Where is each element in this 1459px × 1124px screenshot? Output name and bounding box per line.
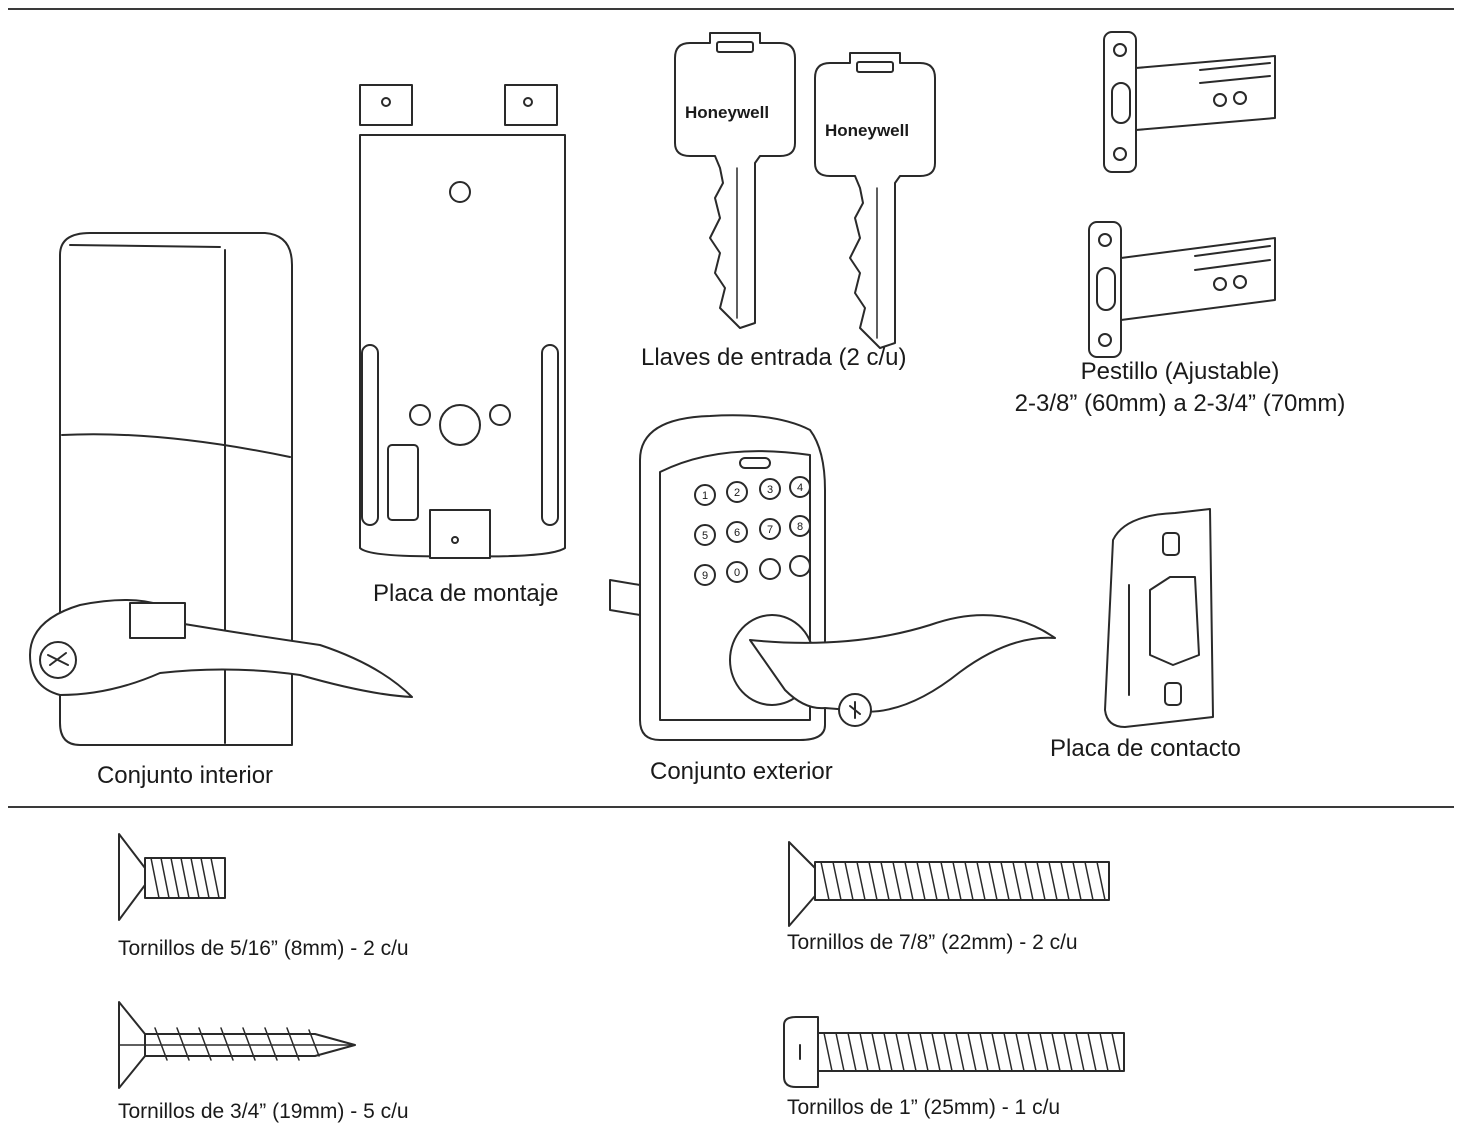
screw-5-16-label: Tornillos de 5/16” (8mm) - 2 c/u <box>118 937 409 960</box>
mounting-plate-label: Placa de montaje <box>373 580 559 607</box>
key-1-brand: Honeywell <box>685 103 769 122</box>
top-divider <box>8 8 1454 10</box>
entry-keys-illustration: Honeywell Honeywell <box>674 32 936 349</box>
interior-label: Conjunto interior <box>96 762 274 789</box>
key-digit-2: 2 <box>734 487 740 499</box>
interior-assembly-illustration <box>29 232 413 746</box>
key-digit-7: 7 <box>767 524 773 536</box>
screw-7-8-illustration <box>788 841 1110 927</box>
key-digit-8: 8 <box>797 521 803 533</box>
keypad-buttons <box>694 476 811 586</box>
latch-title: Pestillo (Ajustable) <box>1080 358 1280 385</box>
screw-1-illustration <box>783 1016 1125 1088</box>
key-digit-4: 4 <box>797 482 803 494</box>
mounting-plate-illustration <box>359 84 566 559</box>
keys-label: Llaves de entrada (2 c/u) <box>641 344 907 371</box>
latch-size: 2-3/8” (60mm) a 2-3/4” (70mm) <box>1014 390 1346 417</box>
screw-1-label: Tornillos de 1” (25mm) - 1 c/u <box>787 1096 1061 1119</box>
screw-7-8-label: Tornillos de 7/8” (22mm) - 2 c/u <box>787 931 1078 954</box>
latch-illustration <box>1088 31 1276 358</box>
key-2-brand: Honeywell <box>825 121 909 140</box>
screw-5-16-illustration <box>118 833 226 921</box>
key-digit-3: 3 <box>767 484 773 496</box>
screw-3-4-label: Tornillos de 3/4” (19mm) - 5 c/u <box>118 1100 409 1123</box>
screw-3-4-illustration <box>118 1001 356 1089</box>
key-digit-6: 6 <box>734 527 740 539</box>
exterior-assembly-illustration: 1 2 3 4 5 6 7 8 9 0 <box>609 414 1056 741</box>
key-digit-5: 5 <box>702 530 708 542</box>
exterior-label: Conjunto exterior <box>650 758 833 785</box>
strike-plate-illustration <box>1104 508 1214 728</box>
key-digit-9: 9 <box>702 570 708 582</box>
key-digit-1: 1 <box>702 490 708 502</box>
middle-divider <box>8 806 1454 808</box>
key-digit-0: 0 <box>734 567 740 579</box>
strike-plate-label: Placa de contacto <box>1050 735 1241 762</box>
